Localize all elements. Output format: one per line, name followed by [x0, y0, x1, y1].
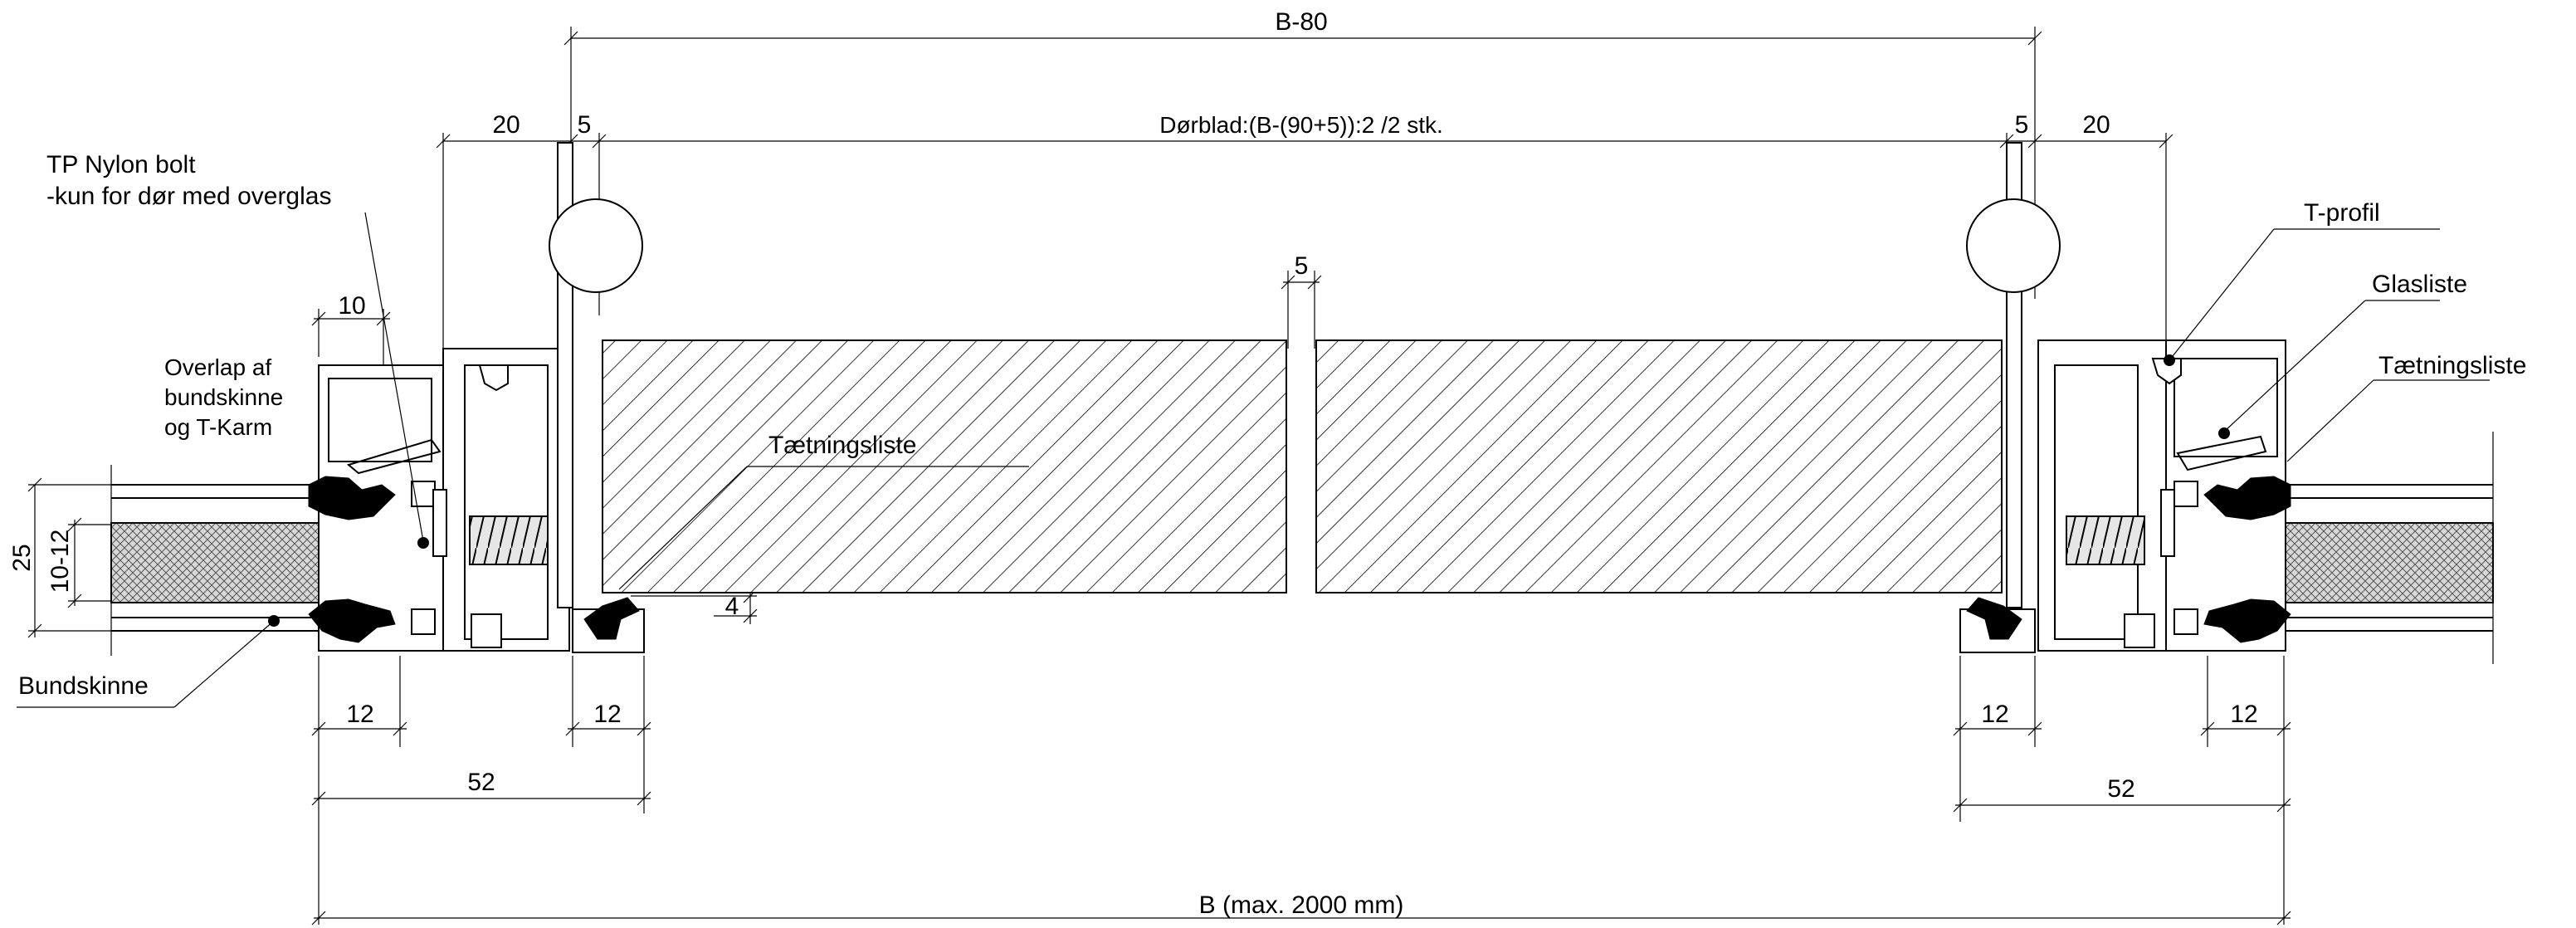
label-overlap-2: bundskinne — [164, 384, 283, 410]
dim-right-12a: 12 — [1981, 701, 2008, 728]
label-nylon-bolt-2: -kun for dør med overglas — [46, 183, 331, 210]
dim-right-52: 52 — [2107, 775, 2134, 803]
dim-right-5: 5 — [2015, 111, 2029, 139]
dim-leaf-formula: Dørblad:(B-(90+5)):2 /2 stk. — [1159, 112, 1443, 138]
left-screw — [469, 515, 549, 565]
leader-lines — [17, 212, 2490, 708]
label-nylon-bolt-1: TP Nylon bolt — [46, 151, 196, 178]
label-overlap-3: og T-Karm — [164, 414, 272, 440]
dim-top-width: B-80 — [1275, 8, 1327, 36]
dim-left-5: 5 — [578, 111, 592, 139]
dim-right-12b: 12 — [2230, 701, 2257, 728]
dim-gap-5: 5 — [1295, 252, 1309, 280]
label-seal-right: Tætningsliste — [2378, 352, 2526, 379]
dimension-lines — [27, 27, 2291, 926]
door-leaf-right — [1315, 339, 2003, 593]
label-glasliste: Glasliste — [2372, 271, 2467, 298]
dim-left-20: 20 — [492, 111, 520, 139]
right-screw — [2066, 515, 2145, 565]
dim-right-20: 20 — [2082, 111, 2110, 139]
dim-offset-4: 4 — [725, 593, 739, 620]
label-overlap-1: Overlap af — [164, 354, 271, 380]
label-t-profil: T-profil — [2304, 199, 2380, 227]
dim-total-width: B (max. 2000 mm) — [1199, 891, 1404, 919]
dim-left-10: 10 — [338, 292, 365, 320]
right-handle-knob — [1966, 198, 2061, 293]
right-frame-profile — [1951, 142, 2291, 653]
dim-left-12b: 12 — [593, 701, 621, 728]
dim-height-25: 25 — [8, 544, 36, 571]
dim-left-12a: 12 — [346, 701, 373, 728]
dim-glass-10-12: 10-12 — [46, 530, 74, 593]
label-bundskinne: Bundskinne — [18, 672, 149, 700]
dim-left-52: 52 — [467, 769, 495, 796]
left-handle-knob — [549, 198, 643, 293]
label-seal-center: Tætningsliste — [768, 432, 916, 459]
